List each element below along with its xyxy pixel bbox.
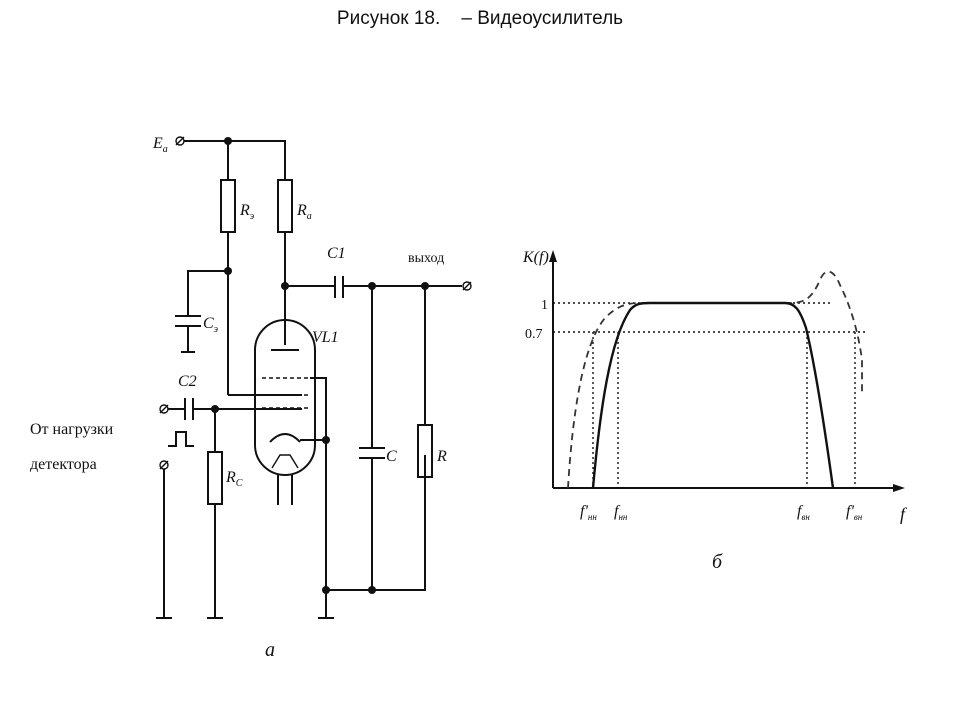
graph-subfigure-label: б <box>712 551 723 573</box>
tick-one-label: 1 <box>541 298 548 313</box>
f-high-prime-label: f'вн <box>846 503 863 522</box>
x-axis-label: f <box>900 504 908 524</box>
slide-title: Рисунок 18. – Видеоусилитель <box>0 8 960 30</box>
y-axis-arrow <box>549 250 557 262</box>
dashed-response-curve <box>567 270 863 489</box>
circuit-subfigure-label: а <box>265 639 275 661</box>
screen-cap-wire <box>187 270 228 316</box>
output-label: выход <box>408 251 444 266</box>
tick-07-label: 0.7 <box>525 327 543 342</box>
supply-rail <box>184 140 286 180</box>
load-resistor-label: R <box>436 448 447 465</box>
junction-dot <box>322 436 330 444</box>
input-label-line2: детектора <box>30 456 97 473</box>
grid-resistor <box>207 451 223 505</box>
frequency-response-graph: K(f) f 1 0.7 f'нн fнн fвн f'вн б <box>522 249 908 573</box>
c1-label: C1 <box>327 245 346 262</box>
input-pulse-symbol <box>168 431 194 447</box>
x-axis-arrow <box>893 484 905 492</box>
cathode-return-wire <box>300 439 426 591</box>
f-high-label: fвн <box>797 503 810 522</box>
anode-resistor <box>277 179 293 233</box>
tube-heater <box>271 454 299 469</box>
anode-resistor-label: Ra <box>296 202 312 222</box>
tube-cathode <box>269 433 301 443</box>
vacuum-tube <box>254 319 316 505</box>
supply-terminal <box>175 136 185 146</box>
solid-response-curve <box>591 301 835 489</box>
figure-number: Рисунок 18. <box>336 8 441 29</box>
screen-resistor-label: Rэ <box>239 202 255 222</box>
figure-caption: – Видеоусилитель <box>461 8 624 29</box>
f-low-prime-label: f'нн <box>580 503 597 522</box>
supply-label: Ea <box>152 135 168 155</box>
f-low-label: fнн <box>614 503 628 522</box>
load-capacitor-label: C <box>386 448 397 465</box>
y-axis-label: K(f) <box>522 249 549 266</box>
grid-resistor-label: RC <box>225 469 243 489</box>
screen-resistor <box>220 179 236 233</box>
tube-label: VL1 <box>312 329 339 346</box>
input-terminal <box>159 404 169 414</box>
circuit-diagram: Ea Rэ Cэ Ra C1 выход <box>30 135 472 661</box>
input-label-line1: От нагрузки <box>30 421 114 438</box>
c2-label: C2 <box>178 373 197 390</box>
output-terminal <box>462 281 472 291</box>
screen-capacitor-label: Cэ <box>203 315 219 335</box>
input-ground-terminal <box>159 460 169 470</box>
